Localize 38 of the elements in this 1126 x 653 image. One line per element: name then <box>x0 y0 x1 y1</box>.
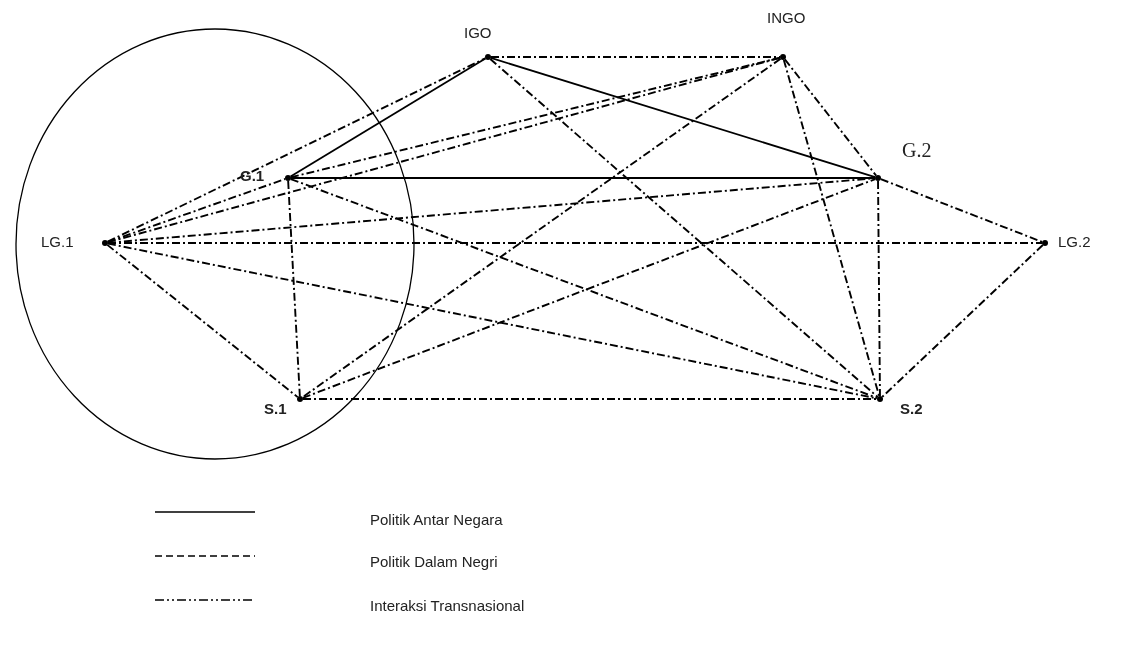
connector-line <box>489 57 877 178</box>
connector-line <box>289 56 782 179</box>
connector-line <box>879 178 1044 243</box>
junction-point <box>780 54 786 60</box>
node-label: LG.1 <box>41 232 74 252</box>
connector-line <box>107 242 1043 244</box>
legend-label: Politik Antar Negara <box>370 510 503 530</box>
connector-line <box>877 180 881 397</box>
junction-point <box>297 396 303 402</box>
junction-point <box>877 396 883 402</box>
node-label: IGO <box>464 23 492 43</box>
junction-point <box>102 240 108 246</box>
connector-line <box>782 58 881 398</box>
connector-line <box>287 180 301 397</box>
connector-line <box>106 57 487 243</box>
enclosing-circle <box>15 28 415 460</box>
node-label: G.2 <box>902 140 932 160</box>
legend-label: Politik Dalam Negri <box>370 552 498 572</box>
legend-label: Interaksi Transnasional <box>370 596 525 616</box>
junction-point <box>875 175 881 181</box>
node-label: S.2 <box>900 399 923 419</box>
connector-line <box>881 244 1044 398</box>
connector-line <box>289 57 487 178</box>
junction-point <box>485 54 491 60</box>
connector-line <box>106 178 287 243</box>
connector-line <box>783 58 878 177</box>
node-label: S.1 <box>264 399 287 419</box>
node-label: G.1 <box>240 166 265 186</box>
node-label: LG.2 <box>1058 232 1091 252</box>
node-label: INGO <box>767 8 806 28</box>
connector-line <box>301 57 782 399</box>
connector-line <box>490 56 781 58</box>
connector-line <box>290 177 876 179</box>
connector-line <box>106 243 299 399</box>
junction-point <box>285 175 291 181</box>
connector-line <box>302 398 878 400</box>
connector-line <box>489 58 879 398</box>
junction-point <box>1042 240 1048 246</box>
